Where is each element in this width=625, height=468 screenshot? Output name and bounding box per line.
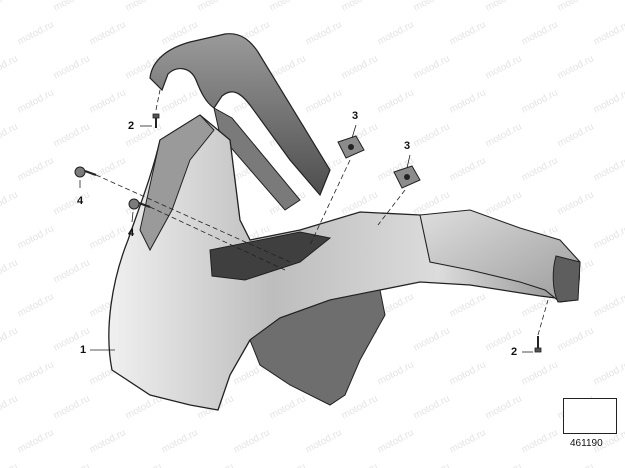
right-wing-end bbox=[552, 255, 581, 303]
screw-4-bottom bbox=[128, 198, 151, 210]
left-flange bbox=[139, 114, 215, 252]
screw-4-top bbox=[74, 166, 97, 178]
clip-nut-right bbox=[393, 165, 421, 189]
lower-cavity bbox=[249, 289, 386, 406]
centre-opening bbox=[209, 231, 332, 281]
diagram-number: 461190 bbox=[570, 438, 603, 449]
screw-2-bottom bbox=[534, 336, 542, 353]
callout-part-4-bottom: 4 bbox=[128, 227, 135, 239]
callout-part-2-bottom: 2 bbox=[511, 346, 518, 358]
callout-part-2-top: 2 bbox=[128, 120, 135, 132]
fairing-panel bbox=[108, 114, 580, 411]
upper-bracket bbox=[149, 33, 331, 197]
callout-part-1: 1 bbox=[80, 344, 87, 356]
leader-lines bbox=[79, 124, 533, 353]
callout-part-3-right: 3 bbox=[404, 140, 411, 152]
screw-2-top bbox=[152, 113, 160, 128]
assembly-lines bbox=[95, 89, 549, 336]
callout-part-4-top: 4 bbox=[77, 195, 84, 207]
orientation-reference-box bbox=[563, 398, 617, 434]
clip-nut-left bbox=[337, 135, 365, 159]
callout-part-3-left: 3 bbox=[352, 110, 359, 122]
